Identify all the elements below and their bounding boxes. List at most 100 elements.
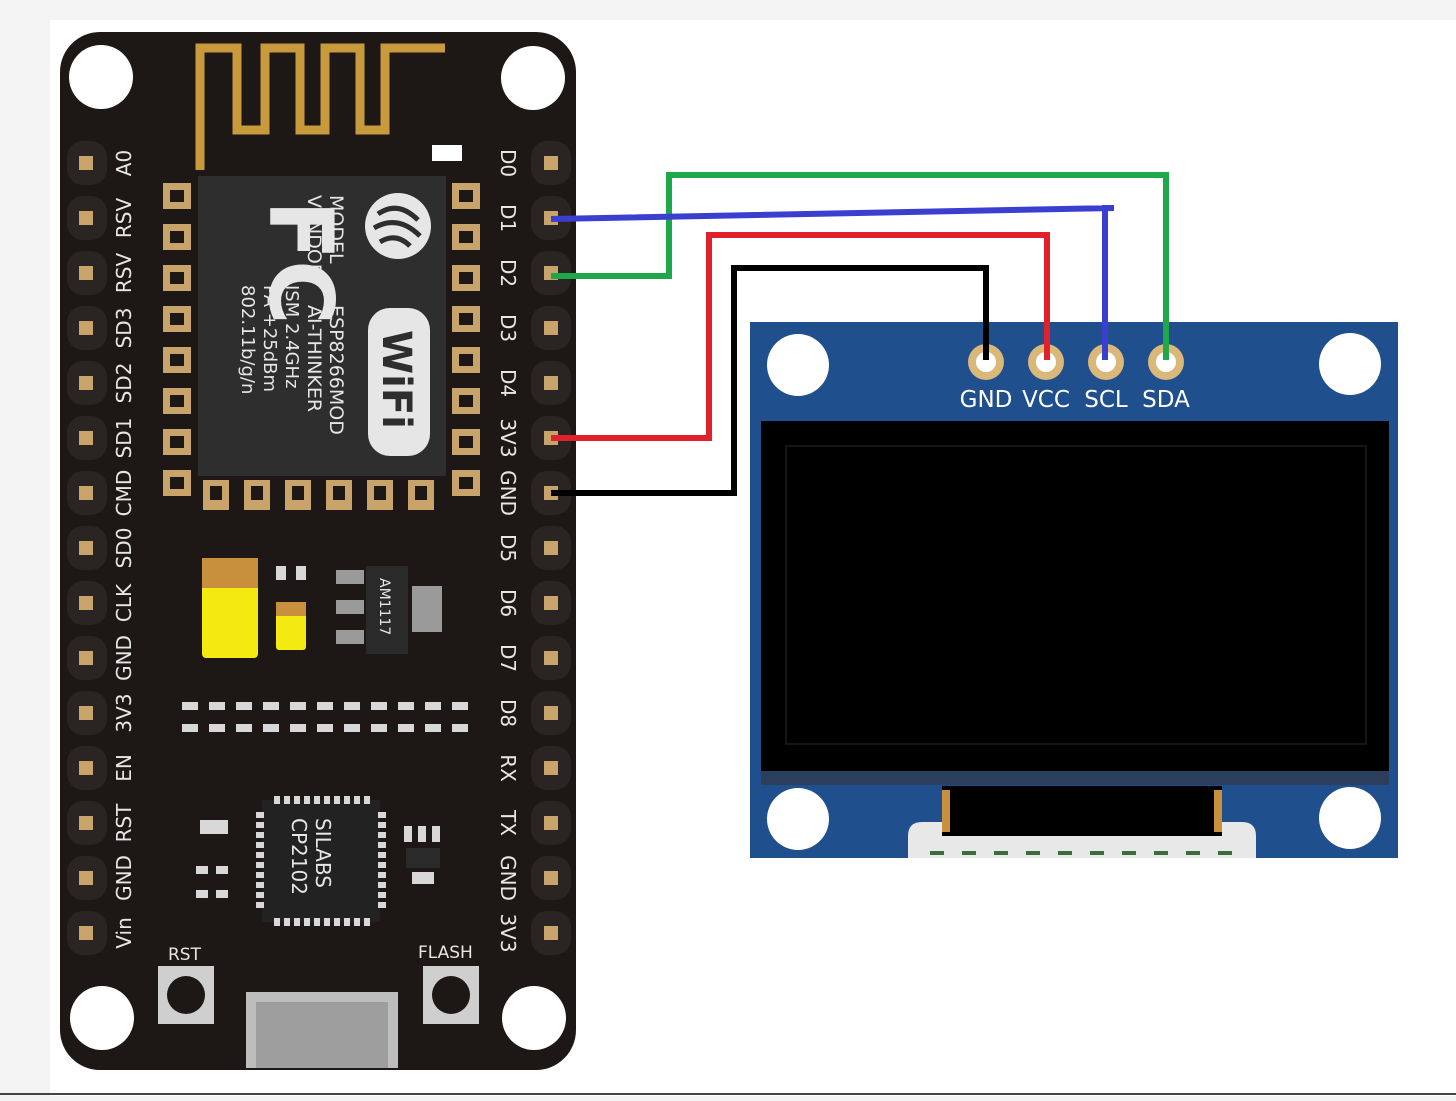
chip-pin [256, 892, 264, 898]
capacitor-band [202, 558, 258, 588]
chip-pin [378, 872, 386, 878]
esp-pad-hole [170, 436, 184, 448]
smd-resistor [290, 724, 306, 732]
esp-pad-hole [459, 231, 473, 243]
esp-pad-hole [292, 486, 304, 500]
esp-pad-hole [170, 190, 184, 202]
smd-resistor [236, 702, 252, 710]
header-pin-pad [79, 871, 93, 885]
smd-led [200, 820, 228, 834]
chip-pin [304, 918, 310, 926]
chip-pin [256, 882, 264, 888]
pin-label-right: GND [496, 855, 520, 901]
module-line-pa: PA +25dBm [259, 285, 280, 392]
pin-label-right: D0 [496, 149, 520, 177]
header-right [531, 141, 571, 955]
rst-button-label: RST [168, 945, 202, 965]
regulator-leg [336, 570, 364, 584]
pin-label-left: SD0 [112, 528, 136, 569]
chip-pin [256, 842, 264, 848]
regulator-leg [336, 630, 364, 644]
chip-pin [364, 796, 370, 804]
esp-pad-hole [333, 486, 345, 500]
esp-castellations-left [163, 183, 191, 496]
smd-resistor [398, 702, 414, 710]
wifi-logo [368, 308, 430, 456]
esp-pad-hole [459, 477, 473, 489]
espressif-logo-swirl [372, 205, 422, 248]
pin-label-right: D5 [496, 534, 520, 562]
chip-pin [378, 822, 386, 828]
header-pin-pad [79, 926, 93, 940]
pin-label-right: 3V3 [496, 418, 520, 457]
chip-pin [256, 832, 264, 838]
smd-pad [412, 872, 434, 884]
pin-label-left: SD1 [112, 418, 136, 459]
pin-label-left: CLK [112, 583, 136, 622]
usb-chip-label-model: CP2102 [287, 818, 311, 895]
header-pin-pad [79, 541, 93, 555]
wires [550, 172, 1169, 496]
chip-pin [378, 882, 386, 888]
esp-pad-hole [459, 313, 473, 325]
usb-chip-label-group: SILABS CP2102 [287, 818, 335, 895]
micro-usb-opening [256, 1002, 388, 1068]
header-pin-pad [544, 321, 558, 335]
oled-flex-cable [942, 786, 1222, 836]
oled-pin-hole [1156, 352, 1176, 372]
chip-pin [378, 862, 386, 868]
header-pin-pad [544, 541, 558, 555]
pin-label-left: CMD [112, 470, 136, 517]
header-pin-pad [79, 596, 93, 610]
oled-pin-hole [1036, 352, 1056, 372]
oled-glass-edge [761, 771, 1389, 785]
module-vendor-value: AI-THINKER [303, 305, 325, 412]
oled-active-area [785, 445, 1367, 745]
pin-label-right: RX [496, 754, 520, 782]
pin-label-right: D7 [496, 644, 520, 672]
chip-pin [256, 872, 264, 878]
chip-pin [294, 918, 300, 926]
chip-pin [256, 852, 264, 858]
esp-pad-hole [459, 190, 473, 202]
esp-pad-hole [415, 486, 427, 500]
smd-resistor [317, 702, 333, 710]
header-pin-pad [79, 816, 93, 830]
smd-resistor [344, 702, 360, 710]
pin-label-right: D1 [496, 204, 520, 232]
smd-resistor [344, 724, 360, 732]
chip-pin [378, 842, 386, 848]
pin-label-left: EN [112, 754, 136, 782]
smd-resistor [398, 724, 414, 732]
rst-button-cap[interactable] [167, 976, 205, 1014]
pin-label-left: Vin [112, 917, 136, 948]
wifi-logo-text: WiFi [373, 330, 419, 429]
header-pin-pad [544, 156, 558, 170]
oled-pin-hole [1096, 352, 1116, 372]
chip-pin [256, 822, 264, 828]
chip-pin [378, 832, 386, 838]
oled-pin-label: GND [960, 387, 1013, 413]
regulator-leg [336, 600, 364, 614]
chip-pin [334, 796, 340, 804]
smd-resistor [452, 724, 468, 732]
flash-button-cap[interactable] [432, 976, 470, 1014]
esp-castellations-right [452, 183, 480, 496]
esp-pad-hole [170, 395, 184, 407]
oled-pin-label: VCC [1022, 387, 1070, 413]
mount-hole-top-left [69, 45, 133, 109]
pin-label-right: D6 [496, 589, 520, 617]
chip-pin [354, 796, 360, 804]
oled-mount-hole-top-right [1319, 333, 1381, 395]
header-pin-pad [79, 761, 93, 775]
antenna-trace [195, 43, 445, 170]
esp-pad-hole [459, 272, 473, 284]
oled-pin-label: SCL [1084, 387, 1128, 413]
smd-resistor [236, 724, 252, 732]
smd-resistor [425, 724, 441, 732]
chip-pin [314, 796, 320, 804]
mount-hole-bottom-left [70, 986, 134, 1050]
